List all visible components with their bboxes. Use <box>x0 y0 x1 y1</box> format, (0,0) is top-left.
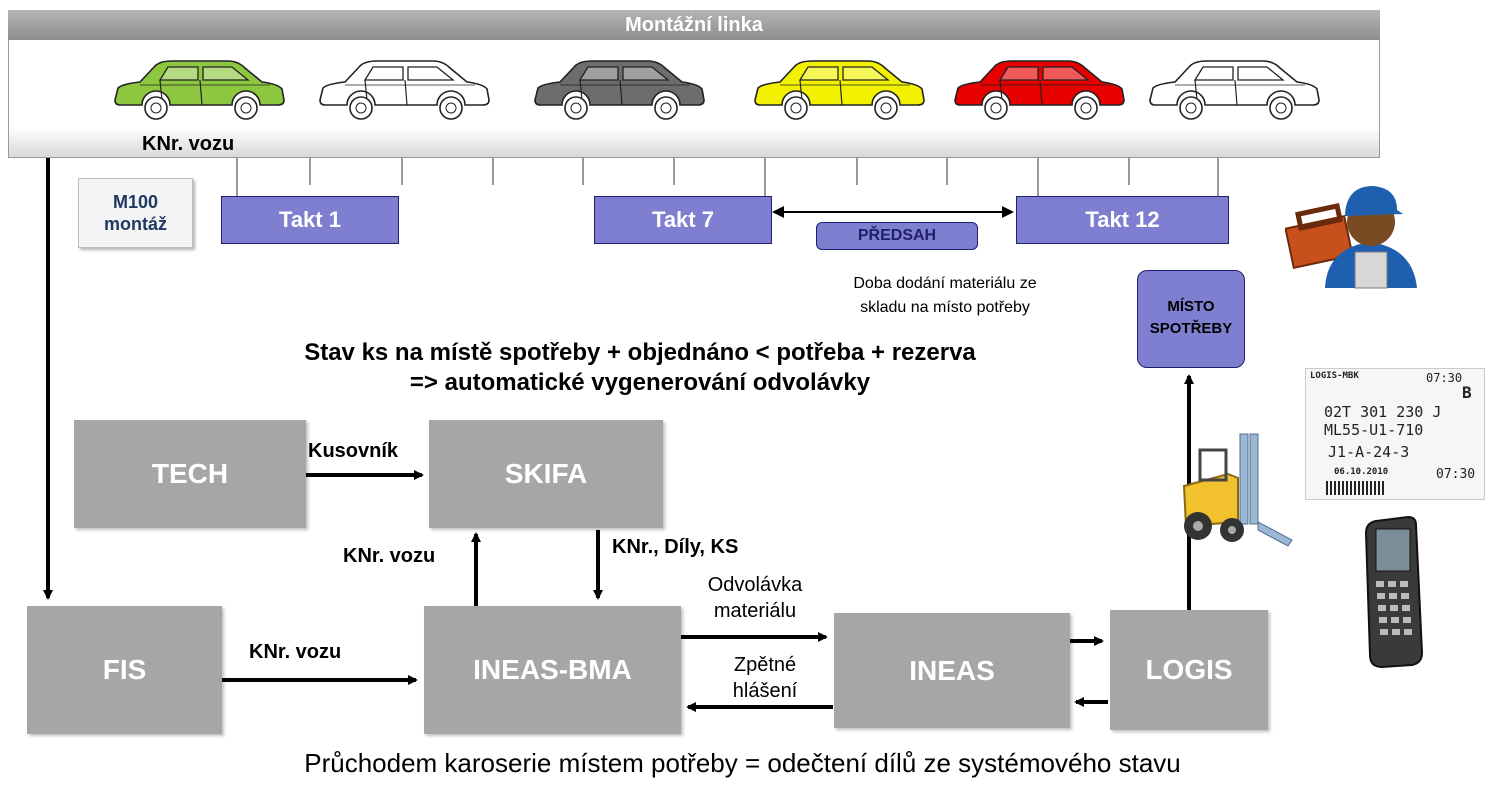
tech-box: TECH <box>74 420 306 528</box>
odvolavka-line2: materiálu <box>713 600 797 622</box>
label-date: 06.10.2010 <box>1334 467 1389 477</box>
car-yellow <box>754 60 925 120</box>
car-white-2 <box>1149 60 1320 120</box>
zpetne-line2: hlášení <box>732 680 798 702</box>
odvolavka-line1: Odvolávka <box>707 574 803 596</box>
takt-1-box: Takt 1 <box>221 196 399 244</box>
label-header: LOGIS-MBK <box>1310 371 1359 381</box>
footer-text: Průchodem karoserie místem potřeby = ode… <box>304 748 1181 778</box>
ineas-box: INEAS <box>834 613 1070 728</box>
worker-icon <box>1285 186 1417 289</box>
skifa-box: SKIFA <box>429 420 663 528</box>
assembly-line-title: Montážní linka <box>8 10 1380 40</box>
predsah-badge: PŘEDSAH <box>816 222 978 250</box>
edge-label-odvolavka: Odvolávka materiálu <box>690 572 820 624</box>
label-slot: B <box>1462 383 1472 402</box>
misto-spotreby-box: MÍSTO SPOTŘEBY <box>1137 270 1245 368</box>
condition-text: Stav ks na místě spotřeby + objednáno < … <box>180 338 1100 398</box>
predsah-desc-line1: Doba dodání materiálu ze <box>853 275 1037 292</box>
car-red <box>954 60 1125 120</box>
edge-label-kusovnik: Kusovník <box>308 440 399 462</box>
fis-box: FIS <box>27 606 222 734</box>
takt-7-box: Takt 7 <box>594 196 772 244</box>
car-gray <box>534 60 705 120</box>
misto-line2: SPOTŘEBY <box>1149 320 1233 337</box>
condition-line2: => automatické vygenerování odvolávky <box>409 369 871 396</box>
m100-line1: M100 <box>112 192 159 212</box>
predsah-desc-line2: skladu na místo potřeby <box>860 299 1030 316</box>
edge-label-knr-vozu-fis: KNr. vozu <box>249 641 342 663</box>
handheld-scanner-icon <box>1364 515 1424 669</box>
logis-box: LOGIS <box>1110 610 1268 730</box>
label-part: 02T 301 230 J <box>1324 403 1442 421</box>
logis-label-image: LOGIS-MBK 07:30 B 02T 301 230 J ML55-U1-… <box>1305 368 1485 500</box>
station-ticks <box>236 158 1219 198</box>
forklift-icon <box>1182 433 1293 547</box>
label-time-top: 07:30 <box>1426 371 1463 385</box>
edge-label-zpetne: Zpětné hlášení <box>700 652 830 704</box>
m100-box: M100 montáž <box>78 178 193 248</box>
label-location: ML55-U1-710 <box>1324 421 1424 439</box>
edge-label-knr-vozu-up: KNr. vozu <box>343 545 436 567</box>
misto-line1: MÍSTO <box>1167 298 1215 315</box>
zpetne-line1: Zpětné <box>733 654 797 676</box>
label-bin: J1-A-24-3 <box>1328 443 1410 461</box>
label-time-bottom: 07:30 <box>1436 467 1476 482</box>
edge-label-knr-dily-ks: KNr., Díly, KS <box>612 536 739 558</box>
condition-line1: Stav ks na místě spotřeby + objednáno < … <box>304 339 976 366</box>
ineas-bma-box: INEAS-BMA <box>424 606 681 734</box>
label-barcode <box>1326 481 1386 495</box>
car-white <box>319 60 490 120</box>
takt-12-box: Takt 12 <box>1016 196 1229 244</box>
predsah-description: Doba dodání materiálu ze skladu na místo… <box>800 272 1090 320</box>
car-knr-label: KNr. vozu <box>142 133 235 155</box>
car-green <box>114 60 285 120</box>
m100-line2: montáž <box>104 214 167 234</box>
